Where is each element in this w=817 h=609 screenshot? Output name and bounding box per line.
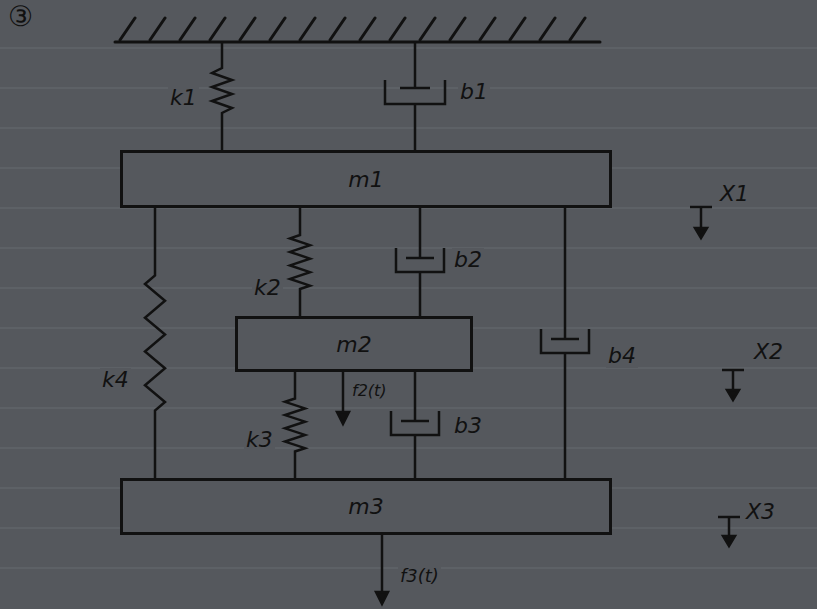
coordinate-symbol: [690, 207, 744, 546]
damper-connector: [396, 208, 444, 316]
damper-connector: [391, 372, 439, 478]
symbol-label: k1: [168, 86, 199, 110]
symbol-label: X2: [752, 340, 785, 364]
symbol-label: f3(t): [398, 566, 441, 586]
symbol-label: X1: [718, 182, 751, 206]
mass-block: m3: [120, 478, 612, 535]
damper-connector: [541, 208, 589, 478]
element-label: k2: [252, 276, 283, 300]
symbol-label: X3: [744, 500, 777, 524]
element-label: b3: [452, 414, 484, 438]
spring-connector: [290, 208, 310, 316]
symbol-label: b1: [458, 80, 490, 104]
ground: [115, 18, 600, 42]
mass-block: m2: [235, 316, 473, 372]
mass-label: m2: [336, 332, 371, 357]
damper-symbol: [385, 42, 445, 150]
mass-label: m1: [348, 167, 383, 192]
symbol-label: f2(t): [350, 382, 389, 400]
mass-label: m3: [348, 494, 383, 519]
mass-block: m1: [120, 150, 612, 208]
element-label: b4: [606, 344, 638, 368]
spring-connector: [145, 208, 165, 478]
symbol-label: ③: [6, 2, 35, 33]
spring-connector: [285, 372, 305, 478]
spring-symbol: [212, 42, 232, 150]
element-label: k3: [244, 428, 275, 452]
element-label: k4: [100, 368, 131, 392]
element-label: b2: [452, 248, 484, 272]
ruled-lines: [0, 48, 817, 568]
